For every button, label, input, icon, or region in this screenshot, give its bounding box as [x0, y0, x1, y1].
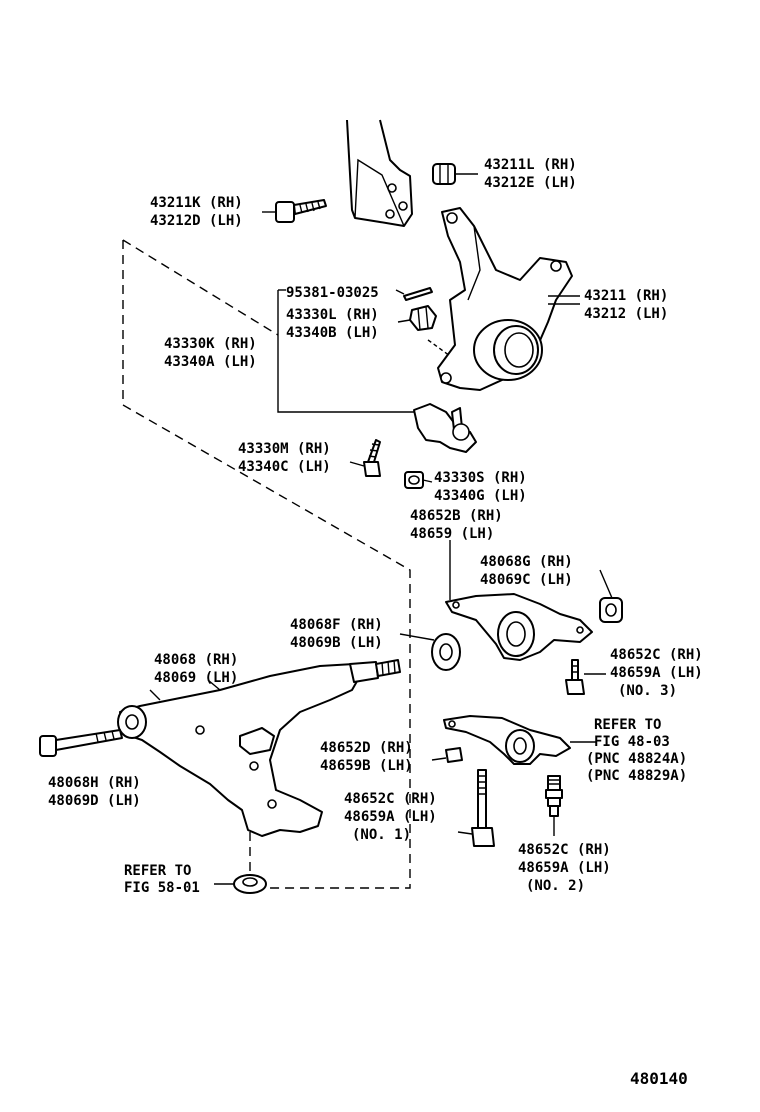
front-bracket-fig48: [443, 715, 596, 765]
dashed-assembly-outline: [122, 239, 411, 889]
label-bushing-front-rh: 48068F (RH): [290, 617, 383, 633]
castle-nut: [397, 305, 437, 331]
label-refer-48-line2: FIG 48-03: [594, 734, 670, 750]
label-ball-joint-bolt-rh: 43330M (RH): [238, 441, 331, 457]
label-refer-48-line4: (PNC 48829A): [586, 768, 687, 784]
front-bushing-washer: [399, 633, 461, 671]
label-knuckle-nut-rh: 43211L (RH): [484, 157, 577, 173]
label-ball-joint-nut-lh: 43340G (LH): [434, 488, 527, 504]
label-bolt-no3-num: (NO. 3): [618, 683, 677, 699]
ball-joint: [277, 289, 477, 453]
knuckle-nut: [432, 163, 478, 185]
label-lower-arm-lh: 48069 (LH): [154, 670, 238, 686]
label-knuckle-bolt-rh: 43211K (RH): [150, 195, 243, 211]
label-bolt-no2-rh: 48652C (RH): [518, 842, 611, 858]
label-steering-knuckle-lh: 43212 (LH): [584, 306, 668, 322]
label-knuckle-nut-lh: 43212E (LH): [484, 175, 577, 191]
label-ball-joint-assy-lh: 43340A (LH): [164, 354, 257, 370]
rear-bushing-bracket: [445, 540, 593, 661]
label-arm-bolt-lh: 48069D (LH): [48, 793, 141, 809]
label-ball-joint-nut-rh: 43330S (RH): [434, 470, 527, 486]
label-nut-d-rh: 48652D (RH): [320, 740, 413, 756]
label-bolt-no2-lh: 48659A (LH): [518, 860, 611, 876]
nut-48652d: [431, 747, 463, 763]
label-arm-bolt-rh: 48068H (RH): [48, 775, 141, 791]
label-refer-58-line1: REFER TO: [124, 863, 191, 879]
label-bolt-no3-rh: 48652C (RH): [610, 647, 703, 663]
label-rear-bracket-rh: 48652B (RH): [410, 508, 503, 524]
label-bushing-rear-rh: 48068G (RH): [480, 554, 573, 570]
label-refer-48-line1: REFER TO: [594, 717, 661, 733]
label-bolt-no2-num: (NO. 2): [526, 878, 585, 894]
bolt-no2: [545, 775, 563, 836]
label-refer-48-line3: (PNC 48824A): [586, 751, 687, 767]
figure-number: 480140: [630, 1069, 688, 1088]
label-steering-knuckle-rh: 43211 (RH): [584, 288, 668, 304]
label-ball-joint-assy-rh: 43330K (RH): [164, 336, 257, 352]
label-castle-nut-rh: 43330L (RH): [286, 307, 379, 323]
arm-bolt: [39, 729, 123, 757]
label-ball-joint-bolt-lh: 43340C (LH): [238, 459, 331, 475]
cotter-pin: [395, 287, 433, 301]
label-nut-d-lh: 48659B (LH): [320, 758, 413, 774]
rear-bushing-collar: [599, 569, 623, 623]
label-lower-arm-rh: 48068 (RH): [154, 652, 238, 668]
mount-fig58: [214, 832, 267, 894]
label-knuckle-bolt-lh: 43212D (LH): [150, 213, 243, 229]
lower-control-arm: [117, 659, 401, 837]
label-bolt-no1-rh: 48652C (RH): [344, 791, 437, 807]
bolt-no1: [457, 769, 495, 847]
label-bolt-no1-num: (NO. 1): [352, 827, 411, 843]
label-bushing-front-lh: 48069B (LH): [290, 635, 383, 651]
strut-lower-end: [346, 119, 413, 227]
bolt-no3: [565, 659, 606, 695]
label-cotter-pin: 95381-03025: [286, 285, 379, 301]
label-castle-nut-lh: 43340B (LH): [286, 325, 379, 341]
ball-joint-nut: [404, 471, 433, 489]
steering-knuckle: [427, 207, 580, 391]
ball-joint-bolt: [349, 439, 381, 477]
label-bolt-no3-lh: 48659A (LH): [610, 665, 703, 681]
label-bushing-rear-lh: 48069C (LH): [480, 572, 573, 588]
label-refer-58-line2: FIG 58-01: [124, 880, 200, 896]
label-bolt-no1-lh: 48659A (LH): [344, 809, 437, 825]
knuckle-bolt: [262, 199, 327, 223]
label-rear-bracket-lh: 48659 (LH): [410, 526, 494, 542]
